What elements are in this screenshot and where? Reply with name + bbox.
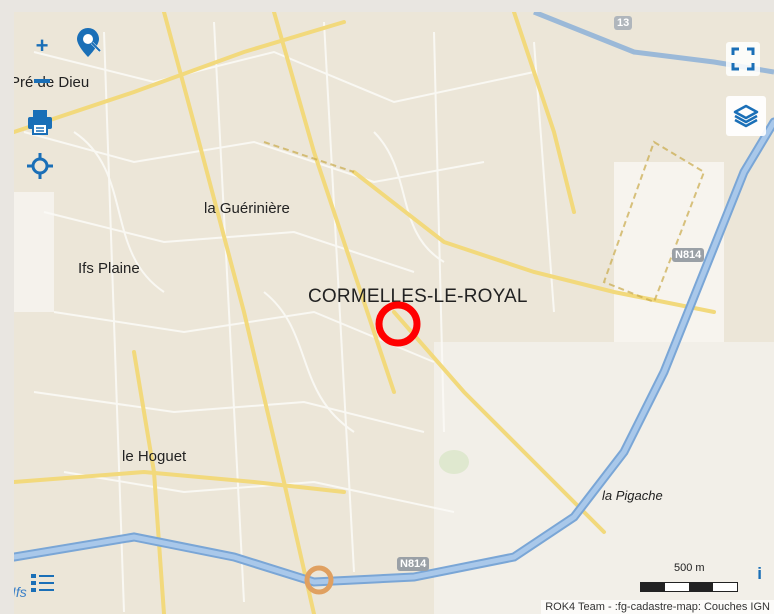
zoom-out-icon [34, 79, 50, 83]
search-location-icon [77, 28, 102, 57]
place-label-ifs-plaine: Ifs Plaine [78, 260, 140, 277]
fullscreen-icon [731, 47, 755, 71]
scale-bar: 500 m [640, 562, 740, 592]
info-button[interactable]: i [757, 564, 762, 583]
zoom-in-icon: + [35, 33, 49, 58]
legend-button[interactable] [30, 572, 56, 599]
place-label-ifs: Ifs [14, 584, 27, 600]
map-attribution[interactable]: ROK4 Team - :fg-cadastre-map: Couches IG… [541, 600, 774, 614]
road-shield-n814: N814 [672, 248, 705, 262]
scale-segment [641, 583, 665, 591]
map-base-layer [14, 12, 774, 614]
locate-icon [27, 153, 53, 179]
print-button[interactable] [26, 108, 54, 141]
map-canvas[interactable]: Pré de Dieu la Guérinière Ifs Plaine COR… [14, 12, 774, 614]
locate-button[interactable] [26, 152, 54, 185]
scale-bar-graphic [640, 582, 738, 592]
search-location-button[interactable] [76, 26, 106, 65]
print-icon [28, 110, 52, 135]
place-label-la-gueriniere: la Guérinière [204, 200, 290, 217]
scale-label: 500 m [674, 562, 705, 574]
layers-button[interactable] [726, 96, 766, 136]
zoom-in-button[interactable]: + [30, 34, 54, 58]
fullscreen-button[interactable] [726, 42, 760, 76]
zoom-out-button[interactable] [30, 72, 54, 90]
scale-segment [689, 583, 713, 591]
place-label-cormelles-le-royal: CORMELLES-LE-ROYAL [308, 286, 528, 307]
road-shield-13: 13 [614, 16, 633, 30]
place-label-le-hoguet: le Hoguet [122, 448, 187, 465]
place-label-la-pigache: la Pigache [602, 488, 663, 503]
place-label-pre-de-dieu: Pré de Dieu [14, 74, 90, 91]
legend-icon [31, 574, 54, 592]
road-shield-n814: N814 [397, 557, 430, 571]
layers-icon [733, 104, 759, 128]
location-marker-icon[interactable] [372, 298, 424, 350]
